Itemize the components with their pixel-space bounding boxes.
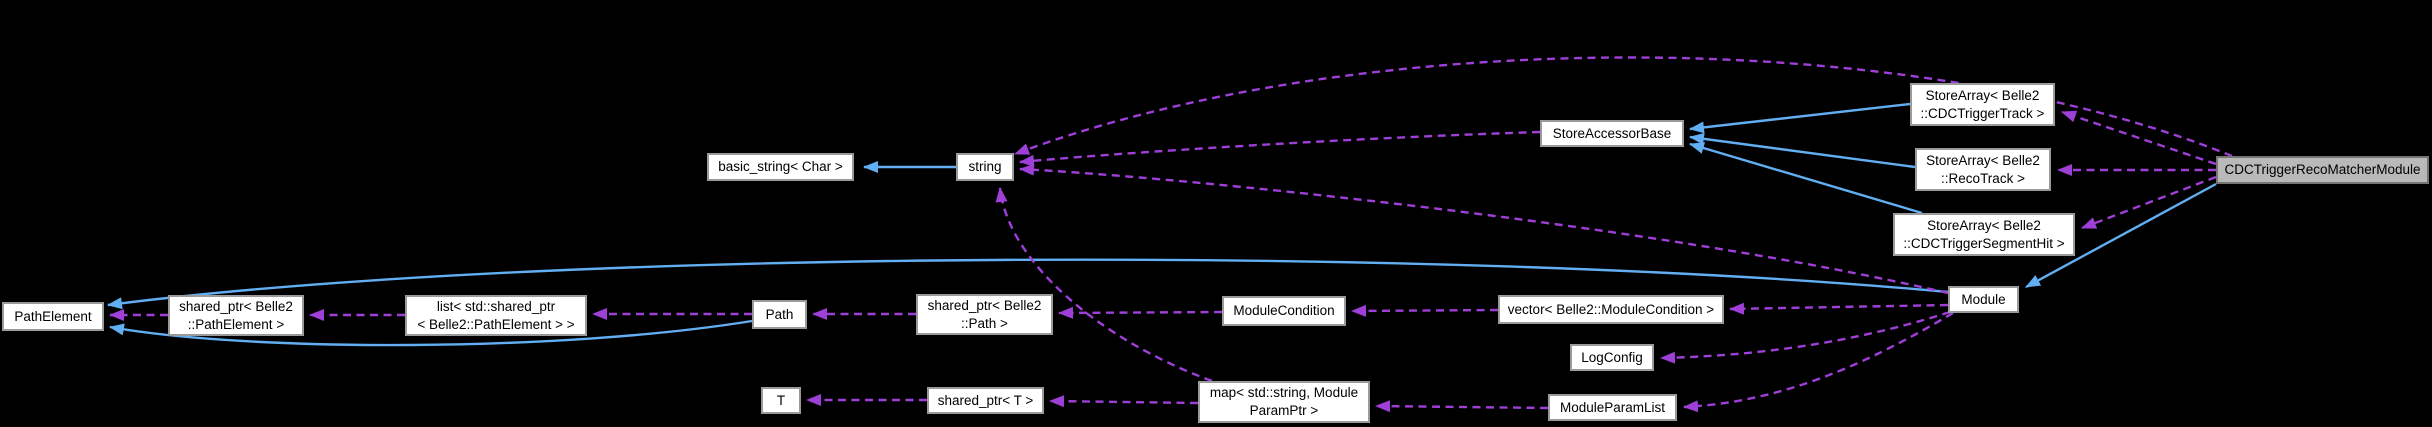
- edge-storearray-recotrack-inherits-storeaccessorbase: [1689, 132, 1916, 169]
- node-module[interactable]: Module: [1948, 286, 2019, 313]
- node-sharedptr-pathelement[interactable]: shared_ptr< Belle2 ::PathElement >: [168, 295, 304, 336]
- node-path[interactable]: Path: [752, 300, 807, 329]
- node-string[interactable]: string: [956, 153, 1014, 181]
- edge-vector-uses-modulecondition: [1351, 304, 1499, 317]
- node-list-sharedptr-pathelement[interactable]: list< std::shared_ptr < Belle2::PathElem…: [405, 295, 587, 336]
- node-storeaccessorbase[interactable]: StoreAccessorBase: [1540, 120, 1684, 147]
- edge-module-uses-logconfig: [1660, 310, 1951, 364]
- edge-module-uses-moduleparamlist: [1683, 311, 1954, 413]
- node-storearray-recotrack[interactable]: StoreArray< Belle2 ::RecoTrack >: [1915, 148, 2051, 191]
- edge-modulecondition-uses-sharedptr-path: [1058, 306, 1223, 319]
- node-modulecondition[interactable]: ModuleCondition: [1222, 296, 1346, 326]
- edge-storearray-cdctriggertrack-inherits-storeaccessorbase: [1689, 102, 1911, 134]
- edge-cdctriggerrecomatchermodule-uses-storearray-cdctriggersegmenthit: [2081, 175, 2217, 230]
- edge-module-uses-vector: [1729, 302, 1949, 315]
- edge-map-uses-sharedptr-t: [1049, 395, 1199, 408]
- node-storearray-cdctriggertrack[interactable]: StoreArray< Belle2 ::CDCTriggerTrack >: [1910, 83, 2055, 126]
- node-sharedptr-t[interactable]: shared_ptr< T >: [927, 387, 1044, 414]
- node-map-string-moduleparamptr[interactable]: map< std::string, Module ParamPtr >: [1198, 381, 1370, 423]
- node-cdctriggerrecomatchermodule-current: CDCTriggerRecoMatcherModule: [2216, 156, 2429, 184]
- edge-storeaccessorbase-uses-string: [1019, 130, 1541, 167]
- edge-cdctriggerrecomatchermodule-uses-storearray-cdctriggertrack: [2061, 110, 2217, 166]
- node-logconfig[interactable]: LogConfig: [1570, 344, 1654, 371]
- node-sharedptr-path[interactable]: shared_ptr< Belle2 ::Path >: [916, 294, 1053, 335]
- edge-map-uses-string: [995, 187, 1213, 383]
- edge-moduleparamlist-uses-map: [1375, 400, 1549, 413]
- edge-cdctriggerrecomatchermodule-uses-string: [1014, 56, 2233, 158]
- edge-cdctriggerrecomatchermodule-inherits-module: [2025, 182, 2217, 289]
- node-vector-modulecondition[interactable]: vector< Belle2::ModuleCondition >: [1498, 295, 1724, 324]
- edge-storearray-cdctriggersegmenthit-inherits-storeaccessorbase: [1689, 142, 1923, 215]
- edge-module-inherits-pathelement: [107, 258, 1949, 310]
- node-t[interactable]: T: [761, 387, 801, 414]
- edge-module-uses-string: [1019, 163, 1949, 295]
- node-storearray-cdctriggersegmenthit[interactable]: StoreArray< Belle2 ::CDCTriggerSegmentHi…: [1893, 213, 2075, 256]
- edge-path-inherits-pathelement: [109, 319, 753, 347]
- node-basic-string-char[interactable]: basic_string< Char >: [707, 153, 854, 181]
- node-moduleparamlist[interactable]: ModuleParamList: [1548, 394, 1677, 421]
- node-pathelement[interactable]: PathElement: [2, 302, 104, 331]
